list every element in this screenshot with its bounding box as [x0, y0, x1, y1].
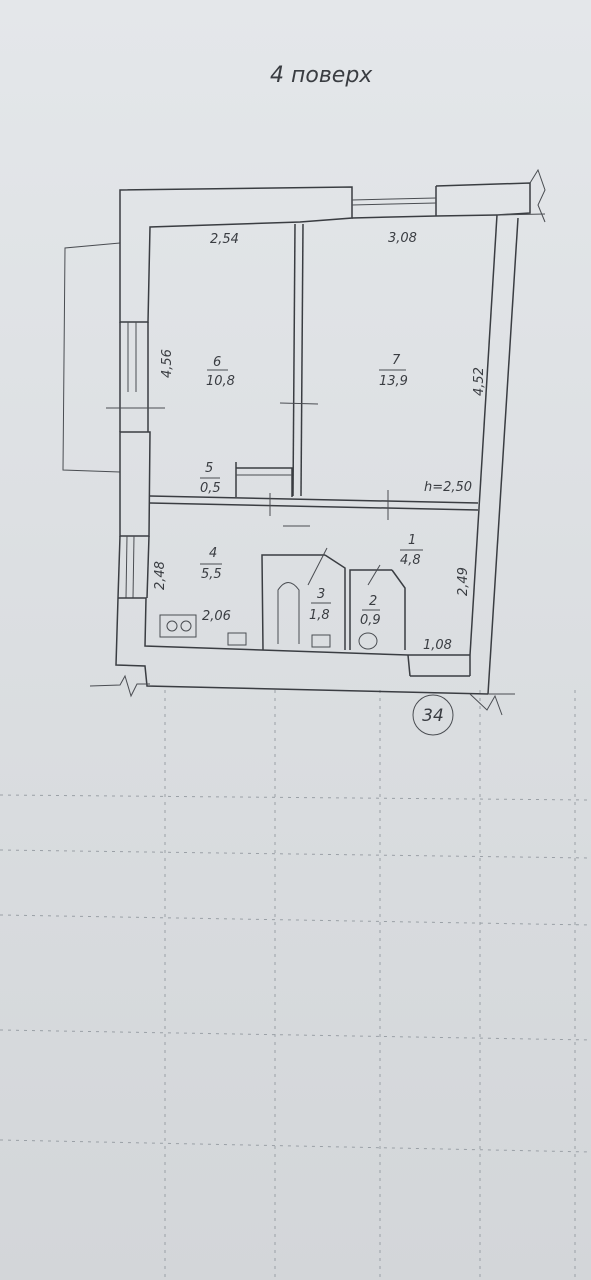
room4-area: 5,5 — [201, 567, 222, 582]
door-marks — [106, 402, 389, 586]
room1-height-dim: 2,49 — [456, 567, 471, 596]
room6-height-dim: 4,56 — [160, 349, 175, 378]
room7-height-dim: 4,52 — [472, 367, 487, 396]
room1-area: 4,8 — [400, 553, 421, 568]
background-grid — [0, 690, 591, 1280]
floor-title: 4 поверх — [270, 63, 373, 88]
room7-number: 7 — [392, 353, 401, 368]
apartment-number: 34 — [422, 706, 444, 726]
ceiling-height-label: h=2,50 — [424, 480, 472, 495]
room-fraction-bars — [200, 369, 423, 611]
room2-number: 2 — [369, 594, 377, 609]
room3-area: 1,8 — [309, 608, 330, 623]
balcony — [62, 242, 121, 473]
room6-width-dim: 2,54 — [210, 232, 239, 247]
room4-height-dim: 2,48 — [153, 561, 168, 590]
room5-number: 5 — [205, 461, 213, 476]
room7-width-dim: 3,08 — [388, 231, 417, 246]
room4-width-dim: 2,06 — [202, 609, 231, 624]
room6-area: 10,8 — [206, 374, 235, 389]
room3-number: 3 — [317, 587, 325, 602]
room4-number: 4 — [209, 546, 217, 561]
interior-walls — [149, 223, 479, 651]
outer-walls — [115, 182, 531, 695]
room2-area: 0,9 — [360, 613, 381, 628]
apartment-number-circle — [412, 694, 454, 736]
room1-number: 1 — [408, 533, 416, 548]
room6-number: 6 — [213, 355, 221, 370]
break-marks — [89, 168, 546, 716]
room1-width-dim: 1,08 — [423, 638, 452, 653]
room5-area: 0,5 — [200, 481, 221, 496]
room7-area: 13,9 — [379, 374, 408, 389]
